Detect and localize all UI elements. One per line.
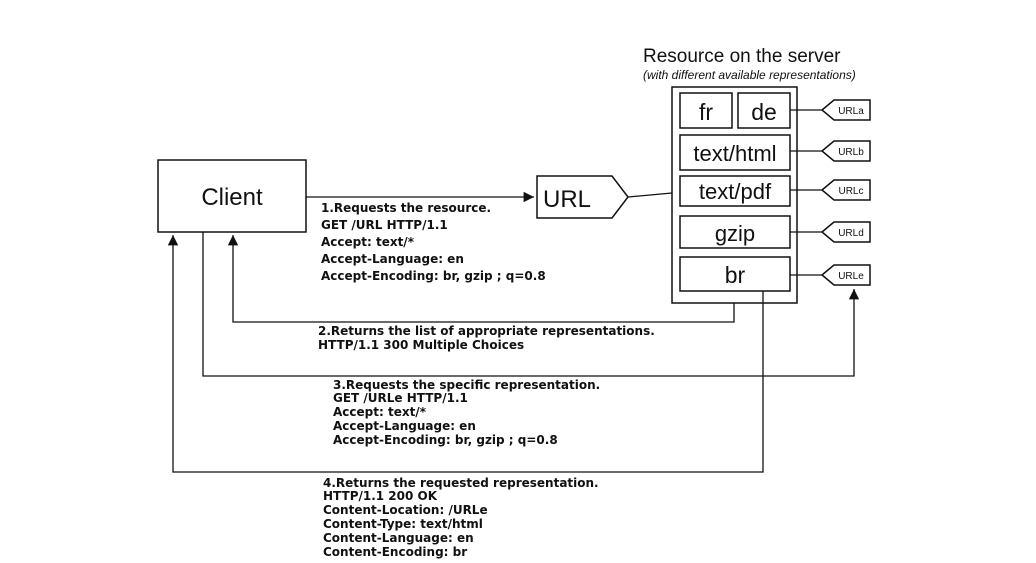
representation-text-pdf bbox=[679, 175, 791, 207]
url-label: URL bbox=[543, 186, 591, 213]
url-tag-a: URLa bbox=[790, 99, 871, 121]
step3-line-1: 3.Requests the specific representation. bbox=[333, 378, 600, 392]
step1-text: 1.Requests the resource. GET /URL HTTP/1… bbox=[321, 201, 546, 283]
representation-text-pdf-label: text/pdf bbox=[699, 179, 772, 204]
step4-line-5: Content-Language: en bbox=[323, 531, 474, 545]
url-tag-c-label: URLc bbox=[838, 186, 863, 197]
step3-text: 3.Requests the specific representation. … bbox=[333, 378, 600, 447]
representation-br-label: br bbox=[725, 262, 746, 288]
step1-line-5: Accept-Encoding: br, gzip ; q=0.8 bbox=[321, 269, 546, 283]
step2-line-2: HTTP/1.1 300 Multiple Choices bbox=[318, 338, 524, 352]
representation-br bbox=[679, 256, 791, 292]
representation-gzip-label: gzip bbox=[715, 221, 755, 246]
step3-line-4: Accept-Language: en bbox=[333, 419, 476, 433]
step4-line-2: HTTP/1.1 200 OK bbox=[323, 489, 438, 503]
step4-text: 4.Returns the requested representation. … bbox=[323, 476, 599, 559]
response-arrow-2 bbox=[227, 235, 735, 323]
url-tag-a-label: URLa bbox=[838, 106, 864, 117]
representation-de-label: de bbox=[751, 99, 777, 125]
resource-subtitle: (with different available representation… bbox=[643, 68, 856, 82]
response-arrow-4 bbox=[167, 235, 764, 473]
representation-text-html-label: text/html bbox=[693, 141, 776, 166]
client-box bbox=[157, 159, 307, 233]
url-box bbox=[536, 175, 629, 219]
step3-line-2: GET /URLe HTTP/1.1 bbox=[333, 391, 468, 405]
url-tag-d: URLd bbox=[790, 221, 871, 243]
step4-line-1: 4.Returns the requested representation. bbox=[323, 476, 599, 490]
representation-text-html bbox=[679, 134, 791, 171]
url-to-resource-line bbox=[627, 192, 673, 198]
request-arrow-3 bbox=[202, 232, 860, 377]
representation-fr-label: fr bbox=[699, 99, 713, 125]
step4-line-6: Content-Encoding: br bbox=[323, 545, 467, 559]
resource-title: Resource on the server bbox=[643, 46, 841, 67]
step4-line-4: Content-Type: text/html bbox=[323, 517, 483, 531]
representation-gzip bbox=[679, 215, 791, 249]
step1-line-3: Accept: text/* bbox=[321, 235, 415, 249]
step3-line-5: Accept-Encoding: br, gzip ; q=0.8 bbox=[333, 433, 558, 447]
url-tag-d-label: URLd bbox=[838, 228, 864, 239]
step2-line-1: 2.Returns the list of appropriate repres… bbox=[318, 324, 655, 338]
step1-line-1: 1.Requests the resource. bbox=[321, 201, 491, 215]
url-tag-e-label: URLe bbox=[838, 271, 864, 282]
step1-line-4: Accept-Language: en bbox=[321, 252, 464, 266]
url-tag-c: URLc bbox=[790, 179, 871, 201]
step1-line-2: GET /URL HTTP/1.1 bbox=[321, 218, 448, 232]
step2-text: 2.Returns the list of appropriate repres… bbox=[318, 324, 655, 352]
representation-fr bbox=[679, 92, 733, 129]
step4-line-3: Content-Location: /URLe bbox=[323, 503, 488, 517]
url-tag-e: URLe bbox=[790, 264, 871, 286]
client-label: Client bbox=[201, 184, 263, 211]
url-tag-b: URLb bbox=[790, 140, 871, 162]
step3-line-3: Accept: text/* bbox=[333, 405, 427, 419]
url-tag-b-label: URLb bbox=[838, 147, 864, 158]
